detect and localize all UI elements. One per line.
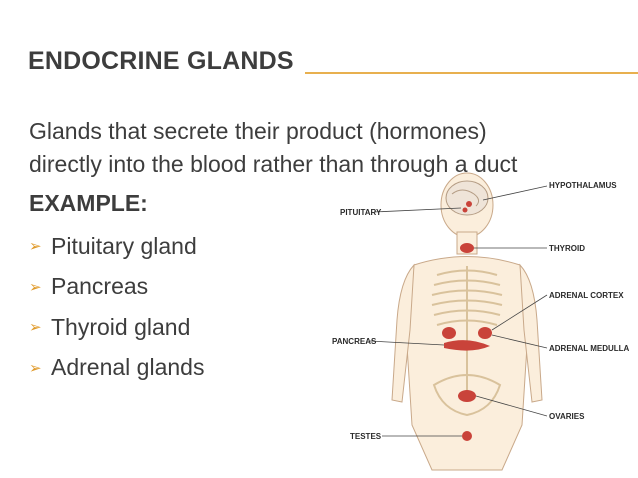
label-ovaries: OVARIES — [549, 412, 585, 421]
adrenal-gland-right — [478, 327, 492, 339]
label-pancreas: PANCREAS — [332, 337, 377, 346]
adrenal-gland-left — [442, 327, 456, 339]
thyroid-gland — [460, 243, 474, 253]
list-item: ➢ Adrenal glands — [29, 348, 204, 389]
rib-cage — [431, 266, 503, 417]
arrowhead-bullet-icon: ➢ — [29, 278, 42, 296]
pancreas-gland — [444, 340, 490, 351]
arrowhead-bullet-icon: ➢ — [29, 319, 42, 337]
definition-text: Glands that secrete their product (hormo… — [29, 115, 619, 181]
label-adrenal-medulla: ADRENAL MEDULLA — [549, 344, 630, 353]
ovaries-gland — [458, 390, 476, 402]
title-underline — [305, 72, 638, 74]
example-heading: EXAMPLE: — [29, 190, 148, 216]
list-item-label: Pancreas — [51, 273, 149, 300]
list-item-label: Thyroid gland — [51, 313, 191, 340]
brain — [445, 180, 489, 216]
definition-line-1: Glands that secrete their product (hormo… — [29, 118, 487, 144]
label-thyroid: THYROID — [549, 244, 585, 253]
endocrine-system-diagram: HYPOTHALAMUS PITUITARY THYROID ADRENAL C… — [332, 172, 630, 471]
arrowhead-bullet-icon: ➢ — [29, 238, 42, 256]
list-item: ➢ Pituitary gland — [29, 226, 204, 267]
testes-gland — [462, 431, 472, 441]
list-item-label: Pituitary gland — [51, 232, 197, 259]
list-item: ➢ Pancreas — [29, 267, 204, 308]
slide-title: ENDOCRINE GLANDS — [28, 47, 294, 75]
list-item: ➢ Thyroid gland — [29, 307, 204, 348]
list-item-label: Adrenal glands — [51, 354, 205, 381]
arrowhead-bullet-icon: ➢ — [29, 359, 42, 377]
definition-line-2: directly into the blood rather than thro… — [29, 151, 518, 177]
label-hypothalamus: HYPOTHALAMUS — [549, 181, 617, 190]
label-testes: TESTES — [350, 432, 382, 441]
example-list: ➢ Pituitary gland ➢ Pancreas ➢ Thyroid g… — [29, 226, 204, 388]
leader-lines — [369, 185, 548, 437]
label-adrenal-cortex: ADRENAL CORTEX — [549, 291, 624, 300]
label-pituitary: PITUITARY — [340, 208, 382, 217]
